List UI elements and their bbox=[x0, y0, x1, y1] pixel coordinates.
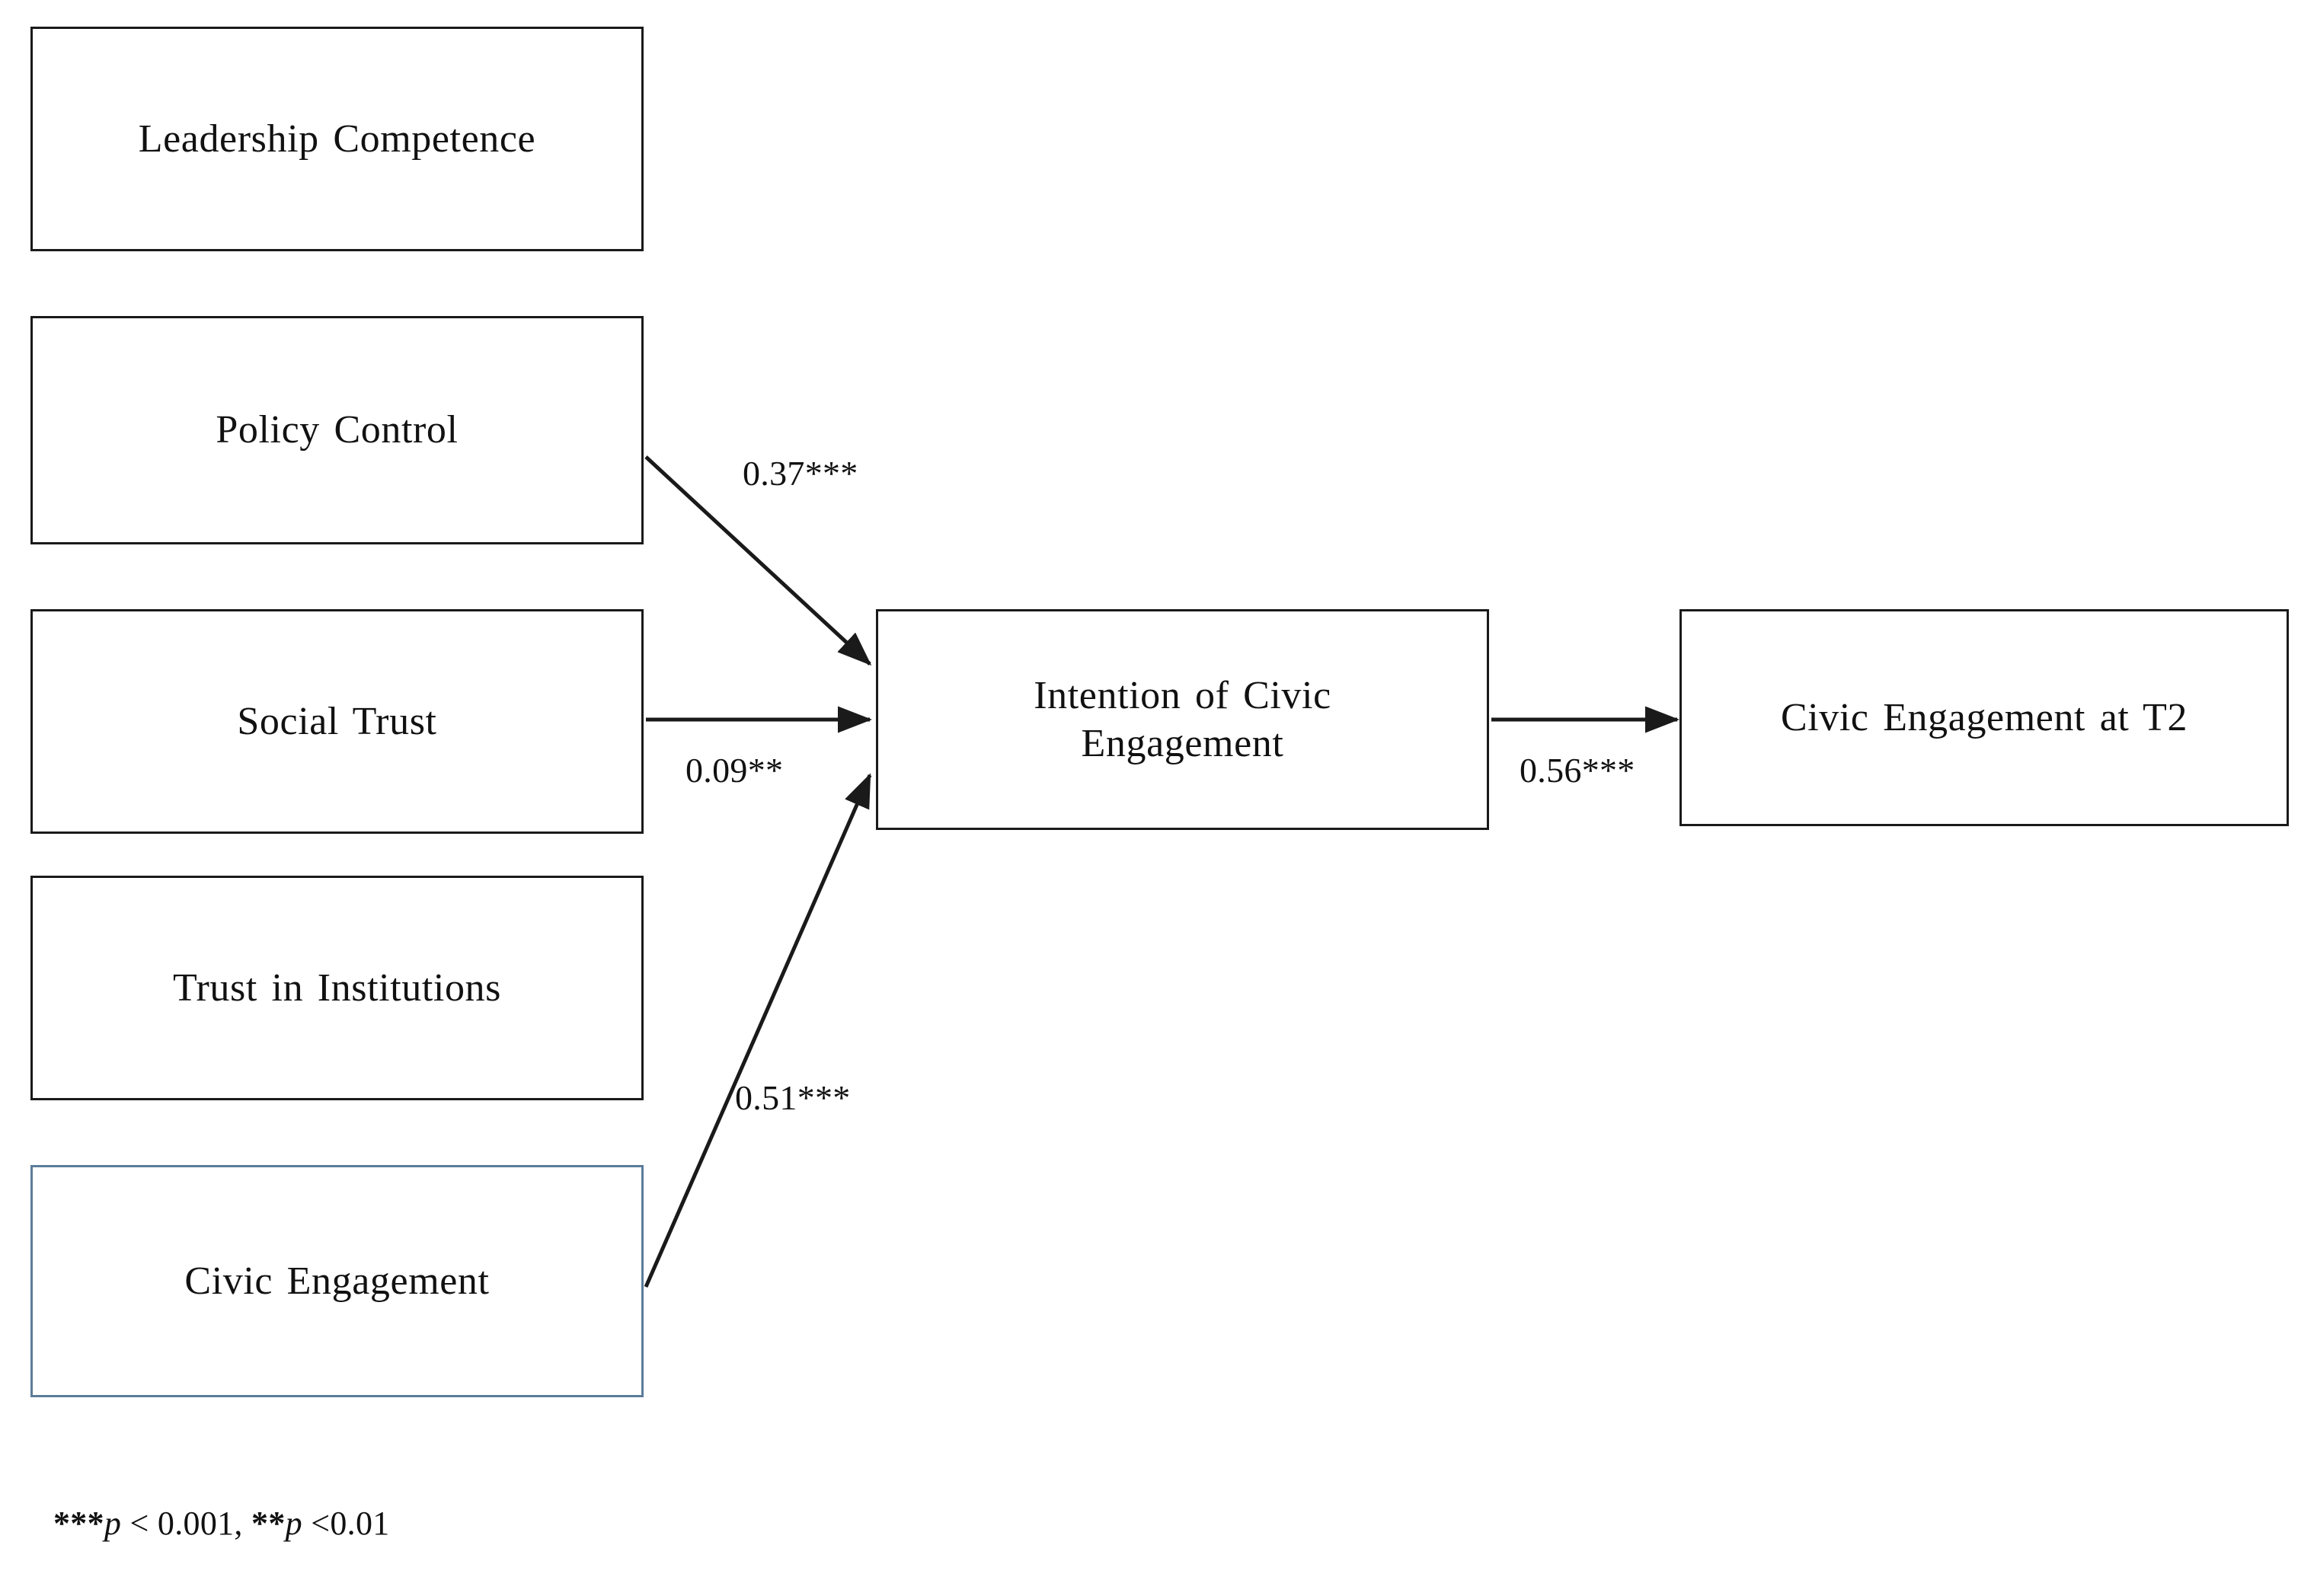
node-trust-in-institutions[interactable]: Trust in Institutions bbox=[30, 876, 644, 1100]
significance-footnote: ***p < 0.001, **p <0.01 bbox=[53, 1504, 390, 1543]
path-label-civic-engagement-to-intention: 0.51*** bbox=[735, 1078, 851, 1117]
footnote-stars-three: *** bbox=[53, 1505, 104, 1542]
node-label-trust-in-institutions: Trust in Institutions bbox=[172, 966, 501, 1010]
path-label-social-trust-to-intention: 0.09** bbox=[686, 751, 784, 790]
node-label-intention-of-civic-engagement: Intention of Civic Engagement bbox=[1034, 673, 1331, 765]
node-label-social-trust: Social Trust bbox=[237, 699, 437, 743]
node-intention-of-civic-engagement[interactable]: Intention of Civic Engagement bbox=[876, 609, 1489, 830]
footnote-text-one: < 0.001, bbox=[121, 1505, 252, 1542]
node-label-civic-engagement-t2: Civic Engagement at T2 bbox=[1780, 695, 2188, 739]
node-label-policy-control: Policy Control bbox=[216, 408, 459, 452]
footnote-text-two: <0.01 bbox=[302, 1505, 390, 1542]
path-label-policy-control-to-intention: 0.37*** bbox=[743, 454, 858, 493]
node-civic-engagement[interactable]: Civic Engagement bbox=[30, 1165, 644, 1397]
node-civic-engagement-t2[interactable]: Civic Engagement at T2 bbox=[1679, 609, 2289, 826]
node-leadership-competence[interactable]: Leadership Competence bbox=[30, 27, 644, 251]
node-label-civic-engagement: Civic Engagement bbox=[184, 1259, 490, 1303]
footnote-p-one: p bbox=[104, 1505, 122, 1542]
node-label-leadership-competence: Leadership Competence bbox=[138, 117, 536, 161]
footnote-p-two: p bbox=[285, 1505, 302, 1542]
edge-civic-engagement-to-intention bbox=[644, 773, 872, 1288]
node-policy-control[interactable]: Policy Control bbox=[30, 316, 644, 544]
footnote-stars-two: ** bbox=[251, 1505, 286, 1542]
node-social-trust[interactable]: Social Trust bbox=[30, 609, 644, 834]
path-label-intention-to-civic-engagement-t2: 0.56*** bbox=[1520, 751, 1635, 790]
